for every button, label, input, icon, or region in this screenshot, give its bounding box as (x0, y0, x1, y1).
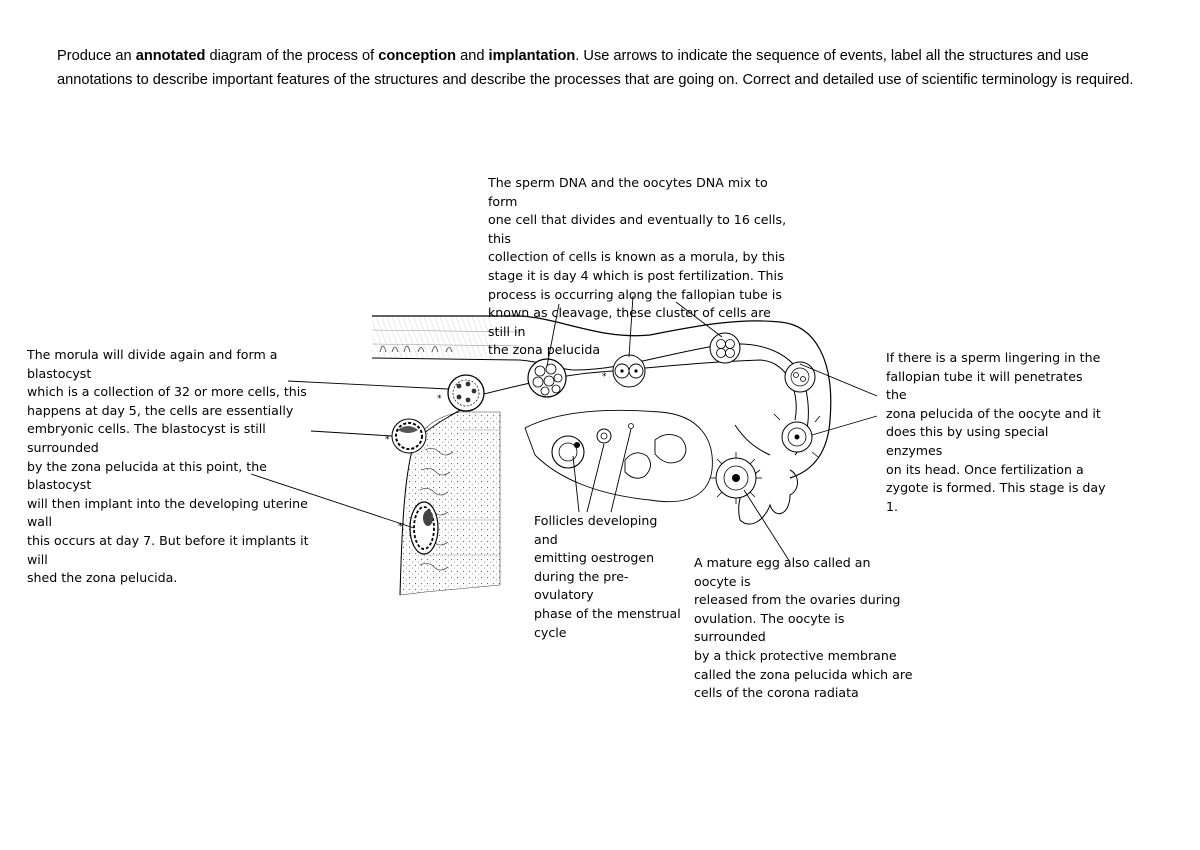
ovary (525, 410, 712, 501)
annotation-follicles: Follicles developing and emitting oestro… (534, 512, 684, 642)
follicle-small (629, 424, 634, 429)
leader-follicle-small (611, 429, 631, 512)
annotation-ovulation: A mature egg also called an oocyte is re… (694, 554, 914, 703)
zygote-fertilization (774, 414, 820, 457)
svg-text:*: * (385, 435, 390, 445)
corpus-albicans (655, 434, 686, 462)
annotation-cleavage: The sperm DNA and the oocytes DNA mix to… (488, 174, 788, 360)
early-blastocyst (448, 375, 484, 411)
annotation-fertilization: If there is a sperm lingering in the fal… (886, 349, 1106, 516)
blastocyst (392, 419, 426, 453)
implanting-blastocyst (410, 502, 438, 554)
corpus-luteum (625, 453, 651, 478)
pronuclei-cell (785, 362, 815, 392)
leader-follicle-medium (587, 444, 604, 512)
leader-fertilization-b (812, 416, 877, 435)
svg-text:*: * (602, 372, 607, 382)
follicle-medium (597, 429, 611, 443)
leader-oocyte (744, 490, 790, 562)
annotation-blastocyst: The morula will divide again and form a … (27, 346, 327, 588)
oocyte-ovulated (710, 452, 762, 504)
follicle-large (552, 436, 584, 468)
svg-text:*: * (437, 394, 442, 404)
